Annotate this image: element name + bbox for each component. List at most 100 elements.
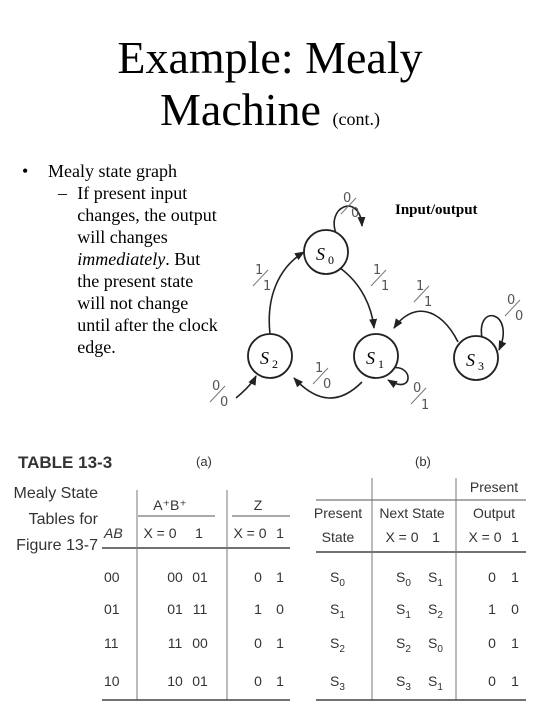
col-o-x1: 1	[511, 529, 519, 545]
table-b-row-3: S2 S2 S0 0 1	[330, 635, 519, 655]
caption-line-1: TABLE 13-3	[18, 453, 112, 472]
caption-line-2: Mealy State	[14, 485, 99, 502]
title-cont: (cont.)	[332, 109, 380, 129]
sub-bullet-text: If present input changes, the output wil…	[77, 182, 222, 358]
table-a-row-4: 10 10 01 0 1	[104, 673, 284, 689]
state-s3-label: S	[466, 350, 475, 370]
caption-line-3: Tables for	[29, 511, 99, 528]
col-present-state-1: Present	[314, 505, 362, 521]
state-s1: S 1	[353, 333, 399, 379]
label-s1-loop: 0 1	[410, 381, 429, 413]
label-s1-s2-out: 0	[323, 377, 331, 392]
col-b-x0: X = 0	[385, 529, 418, 545]
cell-n1: 00	[192, 635, 208, 651]
sub-bullet-italic: immediately	[77, 249, 166, 269]
label-s3-s1-in: 1	[416, 279, 424, 294]
edge-s0-loop	[333, 205, 366, 237]
edge-s1-s2	[293, 377, 363, 399]
edge-s3-s1	[393, 310, 459, 343]
label-s0-s1-in: 1	[373, 263, 381, 278]
cell-z0: 1	[254, 601, 262, 617]
edge-input-s2	[235, 375, 257, 399]
table-b-row-2: S1 S1 S2 1 0	[330, 601, 519, 621]
bullet-list: • Mealy state graph – If present input c…	[22, 160, 222, 358]
cell-o1: 1	[511, 635, 519, 651]
edge-s0-s1	[339, 267, 378, 329]
col-a-x1: 1	[195, 525, 203, 541]
label-s1-s2-in: 1	[315, 361, 323, 376]
table-a-header: A⁺B⁺ Z AB X = 0 1 X = 0 1	[103, 497, 284, 541]
label-s3-s1-out: 1	[424, 295, 432, 310]
col-next-state-a: A⁺B⁺	[153, 497, 186, 513]
label-s1-loop-out: 1	[421, 398, 429, 413]
label-s2-s0-out: 1	[263, 279, 271, 294]
cell-n0: S2	[396, 635, 411, 655]
input-output-label: Input/output	[395, 202, 478, 218]
state-s2: S 2	[247, 333, 293, 379]
cell-n1: 11	[193, 601, 208, 617]
sub-bullet-text-2: . But the present state will not change …	[77, 249, 218, 357]
state-s1-label: S	[366, 348, 375, 368]
table-b-header: Present State Next State X = 0 1 Present…	[314, 479, 519, 545]
col-z-x0: X = 0	[233, 525, 266, 541]
col-next-state-b: Next State	[379, 505, 445, 521]
cell-z0: 0	[254, 673, 262, 689]
col-present-output-1: Present	[470, 479, 518, 495]
cell-z1: 1	[276, 673, 284, 689]
cell-n0: S1	[396, 601, 411, 621]
cell-n0: S3	[396, 673, 411, 693]
cell-n0: S0	[396, 569, 411, 589]
cell-ps: S1	[330, 601, 345, 621]
label-s2-input-out: 0	[220, 395, 228, 410]
col-a-x0: X = 0	[143, 525, 176, 541]
table-a-row-2: 01 01 11 1 0	[104, 601, 284, 617]
bullet-marker: •	[22, 161, 29, 181]
col-z-x1: 1	[276, 525, 284, 541]
cell-ps: S3	[330, 673, 345, 693]
label-s2-s0-in: 1	[255, 263, 263, 278]
col-o-x0: X = 0	[468, 529, 501, 545]
cell-ab: 10	[104, 673, 120, 689]
part-a-label: (a)	[196, 454, 212, 469]
label-s1-s2: 1 0	[312, 361, 331, 392]
slide-title: Example: Mealy Machine (cont.)	[0, 32, 540, 145]
cell-n0: 11	[168, 635, 183, 651]
cell-z1: 0	[276, 601, 284, 617]
cell-z1: 1	[276, 635, 284, 651]
state-graph: S 0 S 2 S 1 S 3 0 0 1 1 1	[209, 191, 523, 413]
cell-n1: 01	[192, 569, 208, 585]
label-s3-loop-in: 0	[507, 293, 515, 308]
label-s0-loop-in: 0	[343, 191, 351, 206]
sub-bullet-marker: –	[58, 183, 67, 203]
cell-z0: 0	[254, 635, 262, 651]
cell-z0: 0	[254, 569, 262, 585]
label-s3-loop: 0 0	[504, 293, 523, 324]
col-ab: AB	[103, 525, 123, 541]
label-s0-s1-out: 1	[381, 279, 389, 294]
cell-n0: 01	[167, 601, 183, 617]
cell-o0: 0	[488, 569, 496, 585]
state-s0: S 0	[303, 229, 349, 275]
col-present-output-2: Output	[473, 505, 515, 521]
title-line-2: Machine (cont.)	[0, 84, 540, 145]
title-line-1: Example: Mealy	[117, 32, 423, 83]
table-b-row-4: S3 S3 S1 0 1	[330, 673, 519, 693]
bullet-item: • Mealy state graph	[22, 160, 222, 182]
cell-o1: 1	[511, 569, 519, 585]
cell-ab: 01	[104, 601, 120, 617]
label-s2-input-in: 0	[212, 379, 220, 394]
table-13-3: TABLE 13-3 Mealy State Tables for Figure…	[14, 453, 526, 701]
edge-s3-loop	[480, 314, 507, 351]
cell-n0: 10	[167, 673, 183, 689]
label-s2-input: 0 0	[209, 379, 228, 410]
label-s3-loop-out: 0	[515, 309, 523, 324]
state-s0-sub: 0	[328, 253, 334, 267]
cell-o0: 1	[488, 601, 496, 617]
sub-bullet-text-1: If present input changes, the output wil…	[77, 183, 217, 247]
table-a-row-3: 11 11 00 0 1	[104, 635, 284, 651]
table-b-row-1: S0 S0 S1 0 1	[330, 569, 519, 589]
cell-z1: 1	[276, 569, 284, 585]
label-s1-loop-in: 0	[413, 381, 421, 396]
cell-o0: 0	[488, 635, 496, 651]
